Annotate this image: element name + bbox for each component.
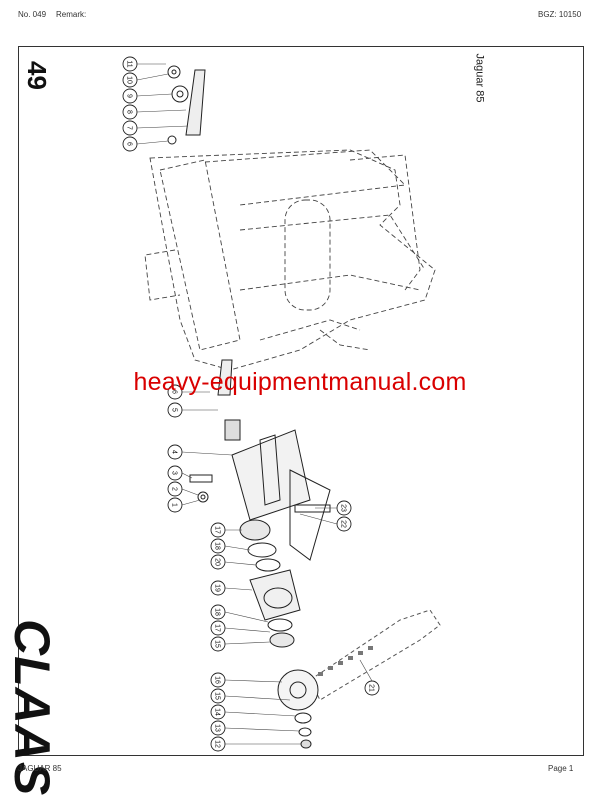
callout: 15 [214, 692, 221, 700]
callout: 1 [171, 503, 178, 507]
sheet-number: 49 [21, 61, 52, 90]
callout: 15 [214, 640, 221, 648]
callout: 7 [126, 126, 133, 130]
callout: 17 [214, 526, 221, 534]
callout: 11 [126, 60, 133, 67]
remark-label: Remark: [56, 10, 87, 19]
callout: 21 [368, 684, 375, 692]
model-label: Jaguar 85 [473, 53, 486, 103]
frame-outline [144, 149, 436, 371]
footer-model: JAGUAR 85 [18, 764, 62, 773]
callout: 19 [214, 584, 221, 592]
callout: 20 [214, 558, 221, 566]
bgz-code: BGZ: 10150 [538, 10, 582, 19]
callout: 3 [171, 471, 178, 475]
callout: 6 [126, 142, 133, 146]
callout: 4 [171, 450, 178, 454]
callout: 18 [214, 542, 221, 550]
footer-page: Page 1 [548, 764, 574, 773]
callout-circles [122, 56, 380, 752]
callout: 2 [171, 487, 178, 491]
exploded-parts-diagram: 11 10 9 8 7 6 6 5 4 3 2 1 17 18 20 19 18… [122, 56, 441, 752]
callout: 14 [214, 708, 221, 716]
callout: 12 [214, 740, 221, 748]
callout: 22 [340, 520, 347, 528]
callout: 5 [171, 408, 178, 412]
callout: 6 [171, 390, 178, 394]
callout: 8 [126, 110, 133, 114]
document-number: No. 049 [18, 10, 47, 19]
callout: 17 [214, 624, 221, 632]
watermark-link[interactable]: heavy-equipmentmanual.com [133, 368, 467, 396]
bracket-assembly [231, 429, 331, 561]
callout: 13 [214, 724, 221, 732]
leader-lines [136, 63, 373, 745]
callout: 9 [126, 94, 133, 98]
chain-links [318, 646, 373, 676]
callout-labels: 11 10 9 8 7 6 6 5 4 3 2 1 17 18 20 19 18… [126, 60, 375, 748]
callout: 18 [214, 608, 221, 616]
drawing-frame [18, 46, 584, 756]
drive-chain [309, 609, 441, 701]
shaft-parts [167, 65, 241, 503]
callout: 10 [126, 76, 133, 84]
callout: 23 [340, 504, 347, 512]
callout: 16 [214, 676, 221, 684]
